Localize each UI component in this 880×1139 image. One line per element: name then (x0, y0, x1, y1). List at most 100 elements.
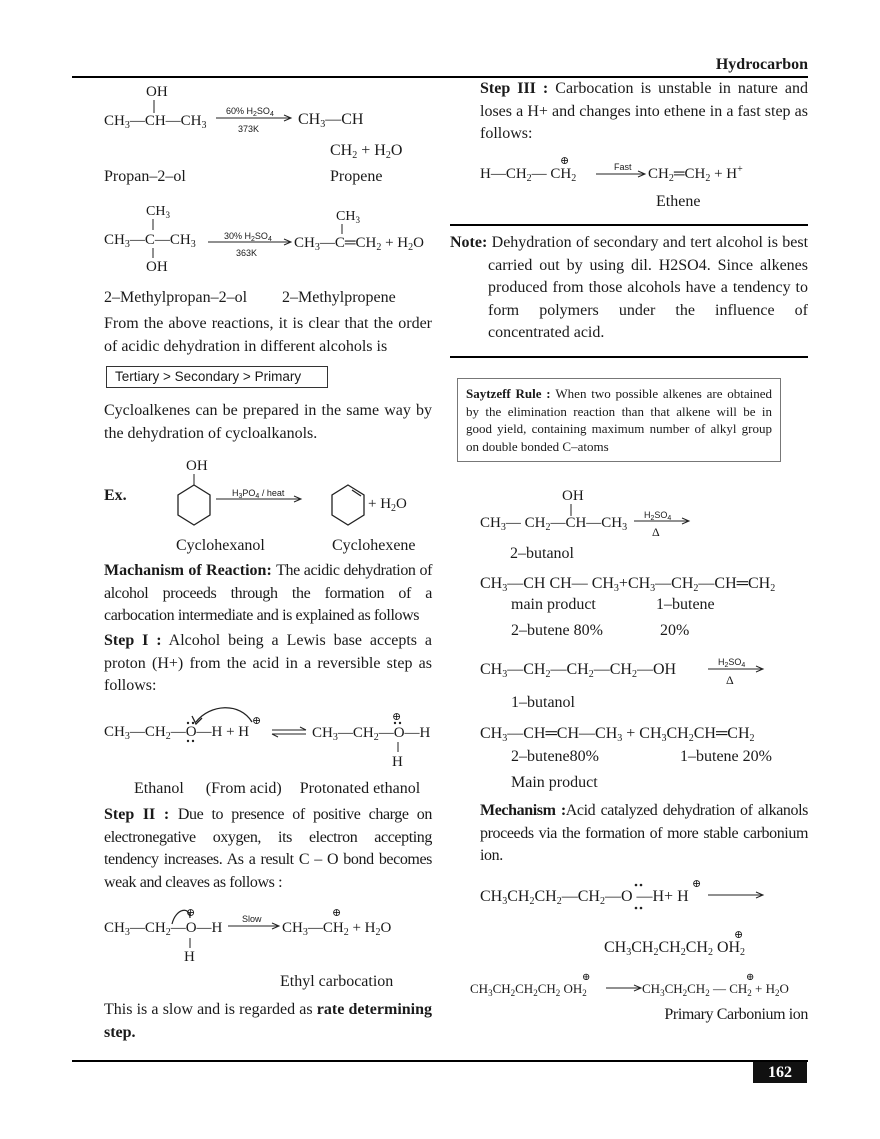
step3-arrow-label: Fast (614, 162, 632, 172)
order-paragraph: From the above reactions, it is clear th… (104, 315, 432, 355)
step2-equation: CH3—CH2—O—H ⊕ H Slow CH3—CH2 + H2O ⊕ (104, 907, 391, 965)
eq2-label-main: Main product (511, 774, 598, 791)
header-rule (72, 76, 808, 78)
mechanism-paragraph: Machanism of Reaction: The acidic dehydr… (104, 560, 432, 628)
r1-reagent: 60% H2SO4 (226, 106, 274, 118)
rds-paragraph: This is a slow and is regarded as rate d… (104, 999, 432, 1044)
saytzeff-text: When two possible alkenes are obtained b… (466, 386, 773, 454)
rds-text: This is a slow and is regarded as (104, 1001, 313, 1018)
step3-product: CH2═CH2 + H+ (648, 164, 743, 184)
eq1-reagent: H2SO4 (644, 510, 671, 522)
step1-left: CH3—CH2—O—H + H (104, 724, 249, 742)
r1-name-left: Propan–2–ol (104, 168, 186, 185)
r2-prod-ch3: CH3 (336, 209, 360, 225)
r2-name-left: 2–Methylpropan–2–ol (104, 289, 248, 306)
r1-prod-top: CH3—CH (298, 111, 364, 130)
butanol2-equation: OH CH3— CH2—CH—CH3 H2SO4 Δ 2–butanol (480, 488, 691, 562)
r2-cond: 363K (236, 248, 257, 258)
eq1-label-20: 20% (660, 622, 690, 639)
ethene-label: Ethene (656, 193, 701, 210)
step2-paragraph: Step II : Due to presence of positive ch… (104, 804, 432, 894)
eq1-reactant: CH3— CH2—CH—CH3 (480, 515, 627, 533)
eq1-label-1butene: 1–butene (656, 596, 715, 613)
eq2-products: CH3—CH═CH—CH3 + CH3CH2CH═CH2 (480, 725, 755, 744)
eq1-label-2butene: 2–butene 80% (511, 622, 603, 639)
footer-rule (72, 1060, 808, 1062)
r2-oh: OH (146, 259, 168, 275)
rds-bold: rate determining step. (104, 1001, 432, 1041)
step1-paragraph: Step I : Alcohol being a Lewis base acce… (104, 630, 432, 698)
cyclohexanol-ring (177, 484, 211, 526)
m3-right: CH3CH2CH2 — CH2 + H2O (642, 981, 789, 998)
step1-h-below: H (392, 754, 403, 770)
eq2-label-1butene: 1–butene 20% (680, 748, 772, 765)
eq2-cond: Δ (726, 673, 734, 687)
step1-label: Step I : (104, 632, 162, 649)
step3-paragraph: Step III : Carbocation is unstable in na… (480, 78, 808, 146)
note-label: Note: (450, 234, 488, 251)
step1-names: Ethanol (From acid) Protonated ethanol (134, 778, 444, 800)
r1-cond: 373K (238, 124, 259, 134)
eq1-label-main: main product (511, 596, 596, 613)
mechanism2-label: Mechanism : (480, 802, 566, 819)
m2-charge: ⊕ (734, 929, 743, 941)
mechanism-text: The acidic dehydration of alcohol procee… (104, 562, 433, 624)
note-rule-bottom (450, 356, 808, 358)
ethyl-carbocation-label: Ethyl carbocation (280, 973, 394, 990)
butanol1-equation: CH3—CH2—CH2—CH2—OH H2SO4 Δ (480, 657, 765, 687)
m2: CH3CH2CH2CH2 OH2 (604, 939, 745, 958)
reaction-propanol: OH CH3—CH—CH3 60% H2SO4 373K CH3—CH CH2 … (104, 84, 402, 185)
m1: CH3CH2CH2—CH2—O —H+ H (480, 888, 689, 907)
step2-left: CH3—CH2—O—H (104, 920, 223, 938)
step2-product: CH3—CH2 + H2O (282, 920, 391, 938)
ex-product-tail: + H2O (368, 496, 407, 514)
cycloalkene-paragraph: Cycloalkenes can be prepared in the same… (104, 402, 432, 442)
primary-carbonium-label: Primary Carbonium ion (664, 1006, 808, 1023)
ex-reagent: H3PO4 / heat (232, 488, 285, 500)
name-protonated-ethanol: Protonated ethanol (299, 780, 421, 797)
step1-equation: CH3—CH2—O—H + H ⊕ CH3—CH2—O—H ⊕ H (104, 707, 431, 770)
name-ethanol: Ethanol (134, 780, 184, 797)
step2-text: Due to presence of positive charge on el… (104, 806, 432, 891)
r2-reactant: CH3—C—CH3 (104, 232, 196, 250)
note-paragraph: Note: Dehydration of secondary and tert … (450, 232, 808, 345)
order-box: Tertiary > Secondary > Primary (106, 366, 328, 388)
step1-right: CH3—CH2—O—H (312, 725, 431, 743)
step3-label: Step III : (480, 80, 549, 97)
eq2-name: 1–butanol (511, 694, 575, 711)
step2-label: Step II : (104, 806, 170, 823)
step2-h-below: H (184, 949, 195, 965)
step2-arrow-label: Slow (242, 914, 262, 924)
step1-text: Alcohol being a Lewis base accepts a pro… (104, 632, 433, 694)
step2-product-charge: ⊕ (332, 907, 341, 919)
step3-charge: ⊕ (560, 155, 569, 167)
reaction-methylpropanol: CH3 CH3—C—CH3 OH 30% H2SO4 363K CH3 CH3—… (104, 204, 424, 306)
r2-reagent: 30% H2SO4 (224, 231, 272, 243)
butanol1-products: CH3—CH═CH—CH3 + CH3CH2CH═CH2 (480, 725, 755, 744)
m3-left: CH3CH2CH2CH2 OH2 (470, 981, 587, 998)
eq2-label-2butene: 2–butene80% (511, 748, 599, 765)
eq1-products: CH3—CH CH— CH3+CH3—CH2—CH═CH2 (480, 575, 775, 594)
mechanism-heading: Machanism of Reaction: (104, 562, 272, 579)
saytzeff-box: Saytzeff Rule : When two possible alkene… (457, 378, 781, 462)
running-header: Hydrocarbon (715, 56, 808, 73)
mechanism2-text: Acid catalyzed dehydration of alkanols p… (480, 802, 808, 864)
mechanism-equations: CH3CH2CH2—CH2—O —H+ H ⊕ CH3CH2CH2CH2 OH2… (470, 878, 789, 998)
m1-charge: ⊕ (692, 878, 701, 890)
r2-ch3-top: CH3 (146, 204, 170, 220)
step2-charge: ⊕ (186, 907, 195, 919)
r1-reactant: CH3—CH—CH3 (104, 113, 207, 131)
step3-text: Carbocation is unstable in nature and lo… (480, 80, 809, 142)
r1-name-right: Propene (330, 168, 382, 185)
eq2-reactant: CH3—CH2—CH2—CH2—OH (480, 661, 676, 680)
m3-charge: ⊕ (582, 972, 590, 983)
ex-label: Ex. (104, 487, 127, 504)
cyclohexanol-example: Ex. OH H3PO4 / heat + H2O Cyclohexanol C… (104, 458, 416, 554)
step1-charge: ⊕ (252, 715, 261, 727)
butanol2-products: CH3—CH CH— CH3+CH3—CH2—CH═CH2 (480, 575, 775, 594)
mechanism2-paragraph: Mechanism :Acid catalyzed dehydration of… (480, 800, 808, 868)
eq2-reagent: H2SO4 (718, 657, 745, 669)
m3-right-charge: ⊕ (746, 972, 754, 983)
ex-oh: OH (186, 458, 208, 474)
r2-product: CH3—C═CH2 + H2O (294, 235, 424, 253)
